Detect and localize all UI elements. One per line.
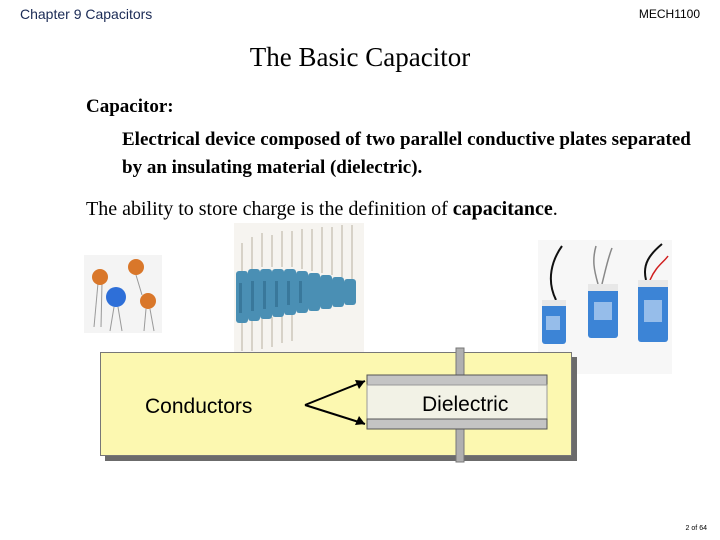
course-code: MECH1100 bbox=[638, 7, 700, 21]
arrow-bottom-plate bbox=[304, 404, 366, 425]
page-current: 2 bbox=[685, 525, 690, 532]
electrolytic-capacitors-photo bbox=[234, 223, 364, 353]
conductors-label: Conductors bbox=[145, 395, 253, 418]
slide-title: The Basic Capacitor bbox=[249, 42, 471, 72]
chapter-label: Chapter 9 Capacitors bbox=[20, 6, 153, 22]
arrow-top-plate bbox=[304, 380, 366, 406]
top-plate bbox=[366, 374, 548, 386]
page-of: of bbox=[691, 525, 698, 532]
arrow-head-top bbox=[355, 380, 365, 389]
capacitance-term: capacitance bbox=[452, 198, 553, 220]
ceramic-capacitors-photo bbox=[84, 255, 162, 333]
motor-capacitors-photo bbox=[538, 240, 672, 374]
capacitance-statement-end: . bbox=[552, 198, 558, 220]
dielectric-label: Dielectric bbox=[422, 393, 509, 416]
capacitor-plates-diagram bbox=[304, 347, 548, 463]
bottom-plate bbox=[366, 418, 548, 430]
capacitance-statement: The ability to store charge is the defin… bbox=[86, 198, 558, 221]
page-total: 64 bbox=[699, 525, 707, 532]
capacitor-definition: Electrical device composed of two parall… bbox=[122, 129, 691, 178]
arrow-head-bottom bbox=[355, 416, 365, 425]
dielectric-layer bbox=[366, 384, 548, 420]
capacitance-statement-text: The ability to store charge is the defin… bbox=[86, 198, 453, 220]
capacitor-term: Capacitor: bbox=[86, 96, 174, 117]
